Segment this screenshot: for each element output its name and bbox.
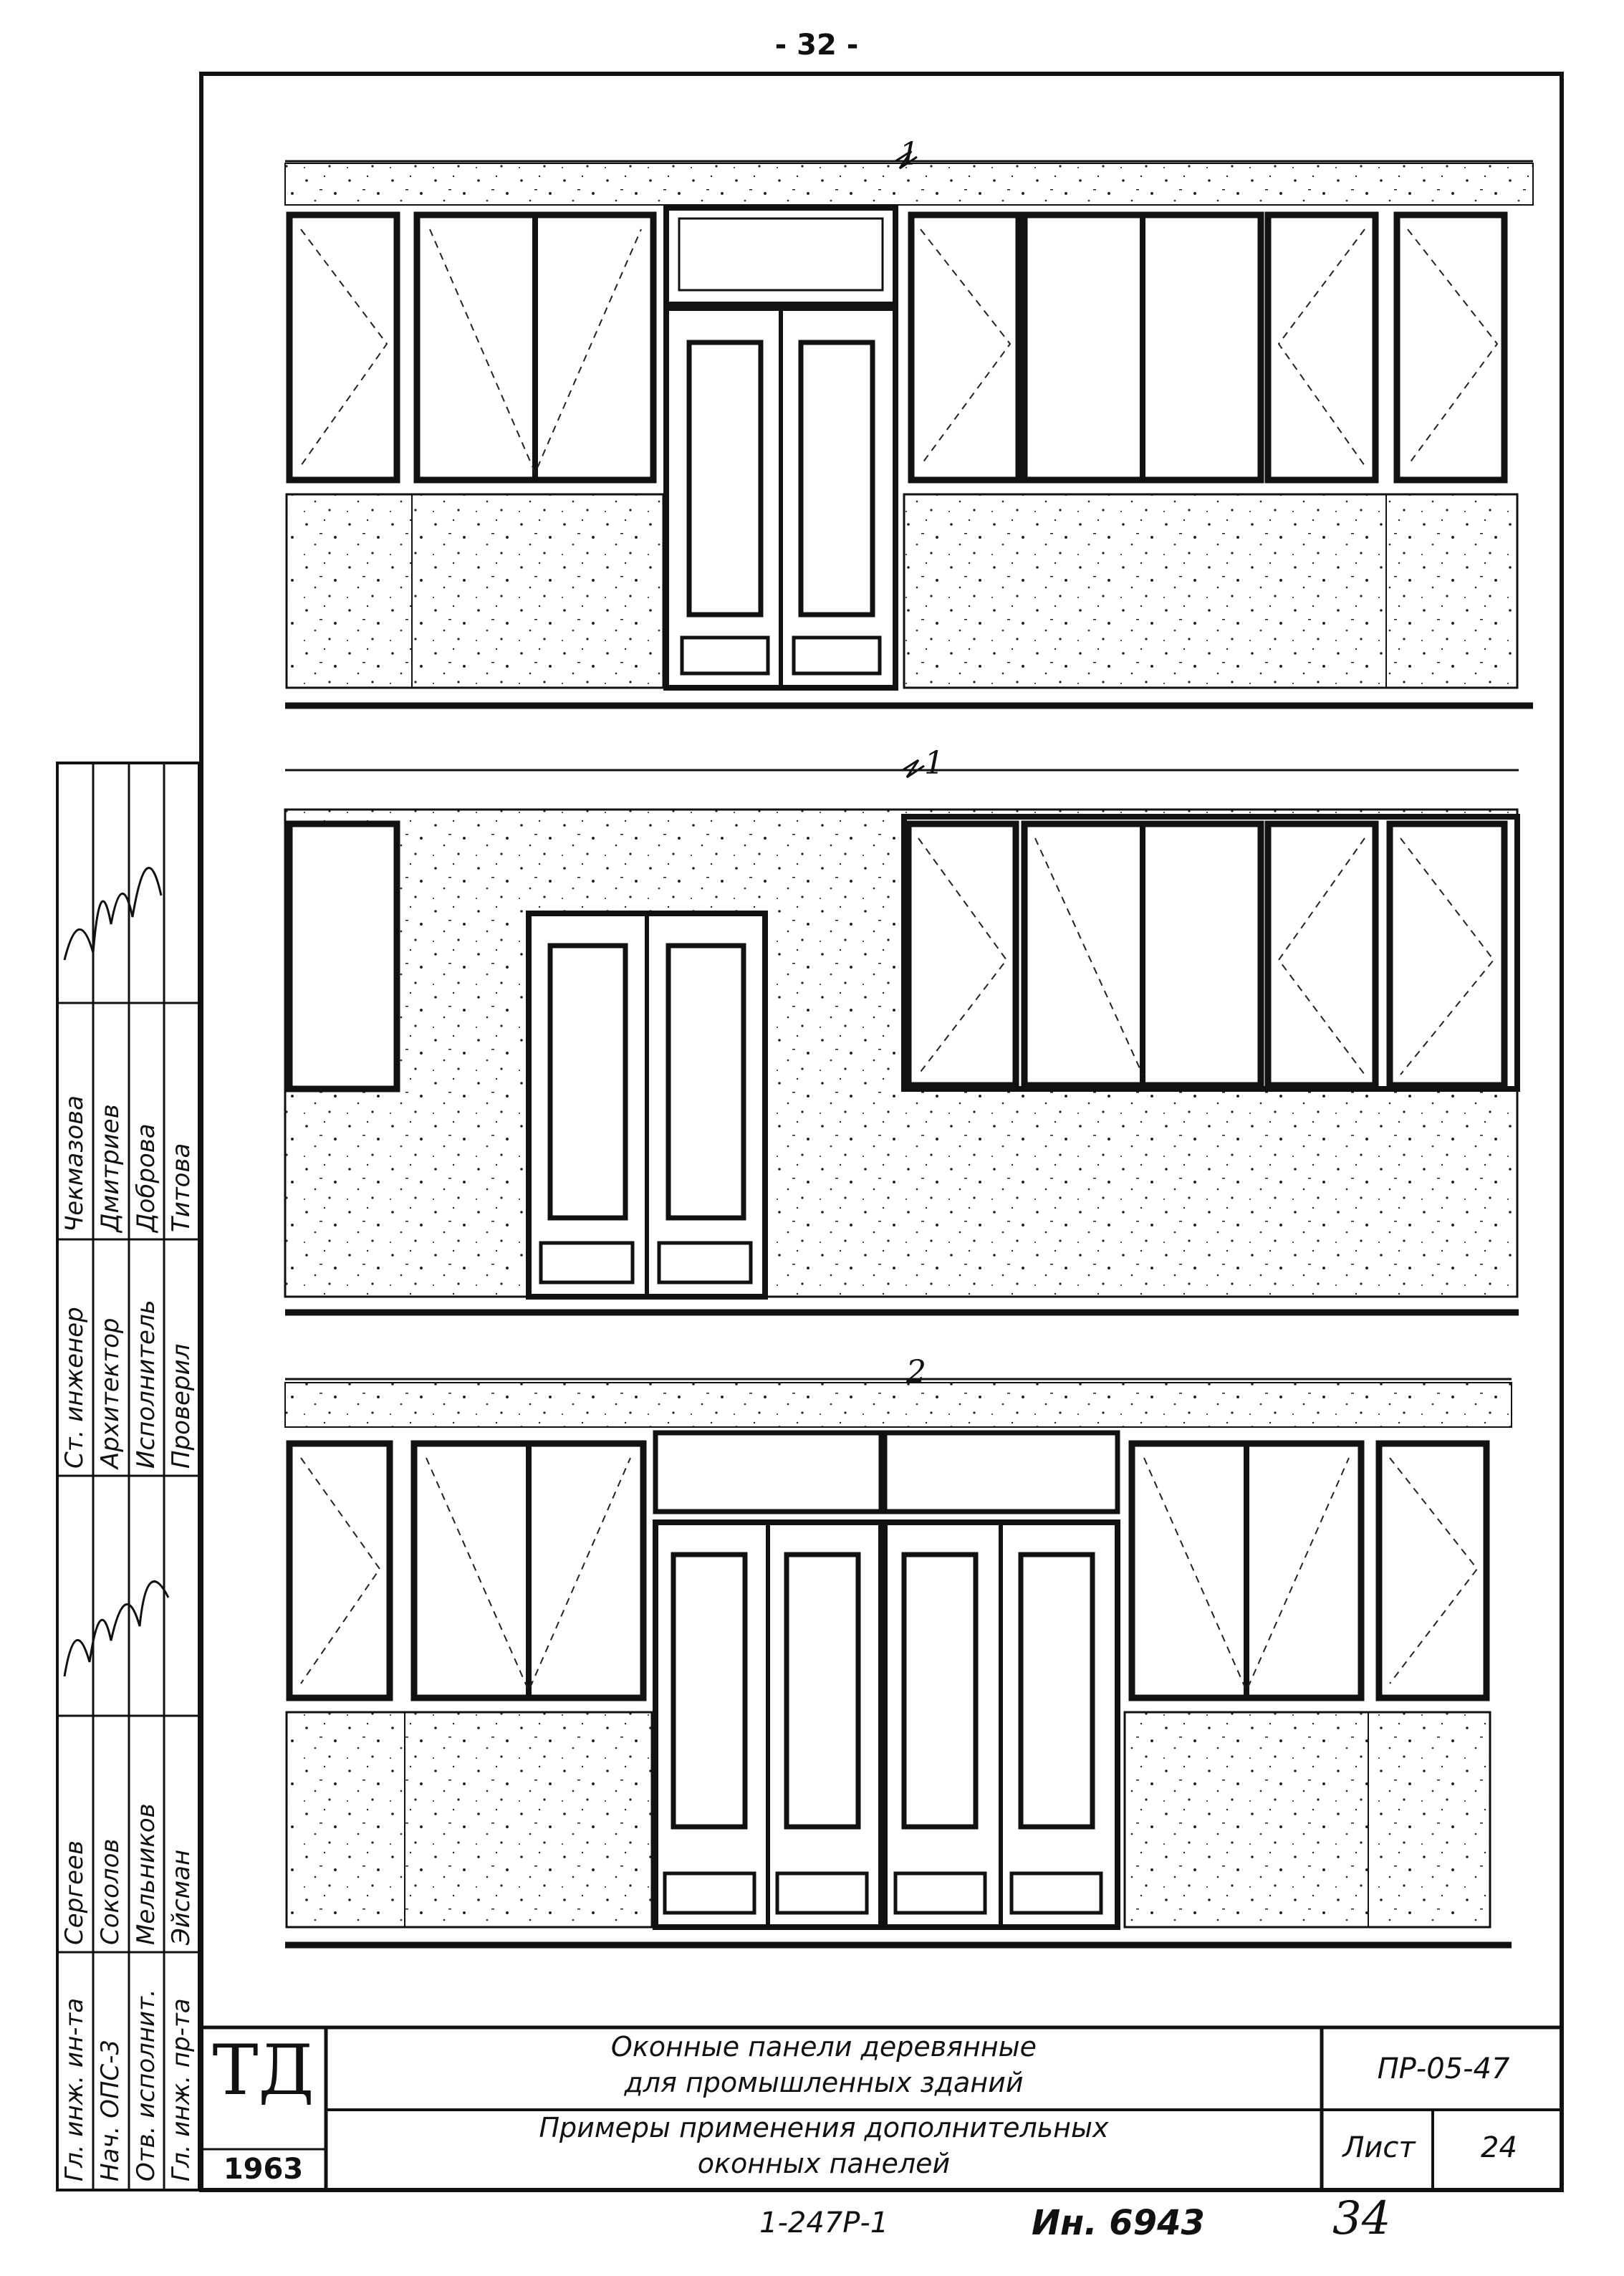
subtitle-line-1: Примеры применения дополнительных xyxy=(539,2112,1109,2143)
elevation-1 xyxy=(284,150,1534,709)
stamp-role-right-1: Ст. инженер xyxy=(60,1307,89,1469)
stamp-role-right-4: Проверил xyxy=(167,1343,196,1469)
stamp-role-3: Отв. исполнит. xyxy=(132,1989,160,2181)
section-mark-2: 1 xyxy=(924,745,944,782)
stamp-name-4: Эйсман xyxy=(167,1849,196,1945)
stamp-name-right-3: Доброва xyxy=(132,1123,160,1232)
year: 1963 xyxy=(223,2153,304,2186)
handwritten-page-number: 34 xyxy=(1332,2192,1391,2245)
title-block-lines xyxy=(199,2025,1564,2190)
title-line-1: Оконные панели деревянные xyxy=(610,2031,1037,2063)
stamp-name-1: Сергеев xyxy=(60,1840,89,1945)
series-code: 1-247Р-1 xyxy=(759,2207,889,2239)
sheet-number: 24 xyxy=(1481,2131,1517,2164)
stamp-name-right-1: Чекмазова xyxy=(60,1095,89,1232)
organization-logo: ТД xyxy=(212,2030,314,2111)
stamp-name-right-2: Дмитриев xyxy=(96,1104,125,1232)
sheet-label: Лист xyxy=(1342,2131,1416,2164)
stamp-role-2: Нач. ОПС-3 xyxy=(96,2039,125,2181)
stamp-name-2: Соколов xyxy=(96,1838,125,1945)
stamp-role-1: Гл. инж. ин-та xyxy=(60,1997,89,2181)
stamp-role-right-2: Архитектор xyxy=(96,1317,125,1469)
page-number: - 32 - xyxy=(774,29,859,62)
stamp-name-right-4: Титова xyxy=(167,1143,196,1232)
drawing-frame xyxy=(199,72,1564,2192)
title-line-2: для промышленных зданий xyxy=(624,2067,1024,2098)
elevation-3 xyxy=(284,1378,1512,1949)
drawing-code: ПР-05-47 xyxy=(1377,2052,1510,2085)
approval-stamp xyxy=(56,762,201,2191)
stamp-role-right-3: Исполнитель xyxy=(132,1300,160,1469)
stamp-role-4: Гл. инж. пр-та xyxy=(167,1998,196,2181)
inventory-number: Ин. 6943 xyxy=(1032,2203,1205,2243)
section-mark-3: 2 xyxy=(906,1354,926,1391)
subtitle-line-2: оконных панелей xyxy=(697,2148,951,2179)
section-mark-1: 1 xyxy=(899,136,919,173)
elevation-2 xyxy=(284,759,1520,1316)
stamp-name-3: Мельников xyxy=(132,1803,160,1945)
